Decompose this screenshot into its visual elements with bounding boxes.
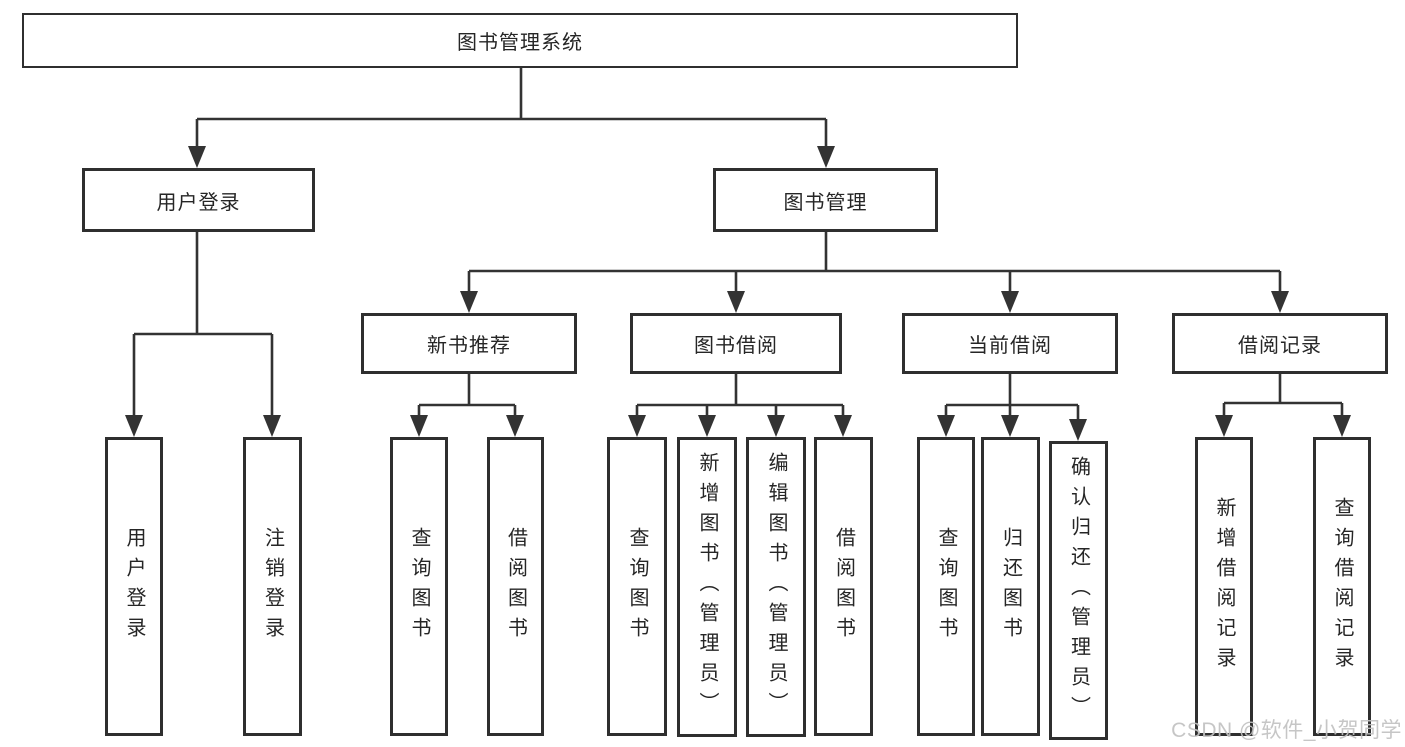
node-label: 图书管理 bbox=[783, 191, 868, 214]
arrowhead bbox=[628, 415, 646, 437]
arrowhead bbox=[1001, 291, 1019, 313]
node-user-login: 用户登录 bbox=[82, 168, 315, 232]
node-label: 查询图书 bbox=[408, 526, 430, 647]
arrowheads bbox=[125, 146, 1351, 441]
connector-records-group bbox=[1222, 374, 1344, 417]
arrowhead bbox=[817, 146, 835, 168]
node-return-books: 归还图书 bbox=[981, 437, 1040, 736]
node-label: 新书推荐 bbox=[427, 335, 511, 357]
arrowhead bbox=[188, 146, 206, 168]
arrowhead bbox=[834, 415, 852, 437]
node-query-books-borrowing: 查询图书 bbox=[607, 437, 667, 736]
node-label: 编辑图书（管理员） bbox=[765, 452, 787, 722]
node-edit-books-admin: 编辑图书（管理员） bbox=[746, 437, 806, 737]
node-label: 查询图书 bbox=[935, 526, 957, 647]
connector-bookmgmt-to-level3 bbox=[467, 232, 1282, 293]
node-label: 新增图书（管理员） bbox=[696, 452, 718, 722]
connector-root-to-level2 bbox=[195, 67, 828, 148]
node-label: 图书管理系统 bbox=[457, 32, 583, 54]
node-add-books-admin: 新增图书（管理员） bbox=[677, 437, 737, 737]
arrowhead bbox=[727, 291, 745, 313]
node-confirm-return-admin: 确认归还（管理员） bbox=[1049, 441, 1108, 740]
arrowhead bbox=[1271, 291, 1289, 313]
node-current-borrowing: 当前借阅 bbox=[902, 313, 1118, 374]
node-borrow-books-borrowing: 借阅图书 bbox=[814, 437, 873, 736]
node-label: 借阅图书 bbox=[832, 526, 855, 647]
node-label: 借阅记录 bbox=[1238, 335, 1322, 357]
node-borrow-books-recommend: 借阅图书 bbox=[487, 437, 544, 736]
node-label: 查询借阅记录 bbox=[1331, 496, 1353, 677]
arrowhead bbox=[1215, 415, 1233, 437]
node-logout-action: 注销登录 bbox=[243, 437, 302, 736]
arrowhead bbox=[1333, 415, 1351, 437]
node-new-book-recommend: 新书推荐 bbox=[361, 313, 577, 374]
arrowhead bbox=[460, 291, 478, 313]
connector-currentborrow-group bbox=[944, 374, 1080, 421]
node-label: 新增借阅记录 bbox=[1213, 496, 1235, 677]
arrowhead bbox=[125, 415, 143, 437]
arrowhead bbox=[1069, 419, 1087, 441]
node-label: 注销登录 bbox=[261, 526, 284, 647]
connector-newbook-group bbox=[417, 374, 517, 417]
arrowhead bbox=[410, 415, 428, 437]
arrowhead bbox=[263, 415, 281, 437]
watermark: CSDN @软件_小贺同学 bbox=[1171, 719, 1402, 742]
node-label: 确认归还（管理员） bbox=[1067, 455, 1090, 726]
node-label: 当前借阅 bbox=[968, 335, 1052, 357]
node-label: 用户登录 bbox=[123, 526, 145, 647]
node-book-management: 图书管理 bbox=[713, 168, 938, 232]
node-borrowing-records: 借阅记录 bbox=[1172, 313, 1388, 374]
node-library-management-system: 图书管理系统 bbox=[22, 13, 1018, 68]
node-label: 用户登录 bbox=[156, 191, 241, 214]
arrowhead bbox=[767, 415, 785, 437]
node-label: 查询图书 bbox=[626, 526, 648, 647]
node-add-borrow-record: 新增借阅记录 bbox=[1195, 437, 1253, 736]
connector-bookborrow-group bbox=[635, 374, 845, 417]
arrowhead bbox=[937, 415, 955, 437]
node-label: 归还图书 bbox=[999, 526, 1022, 647]
node-query-books-recommend: 查询图书 bbox=[390, 437, 448, 736]
node-book-borrowing: 图书借阅 bbox=[630, 313, 842, 374]
arrowhead bbox=[506, 415, 524, 437]
arrowhead bbox=[698, 415, 716, 437]
node-query-borrow-record: 查询借阅记录 bbox=[1313, 437, 1371, 736]
node-query-books-current: 查询图书 bbox=[917, 437, 975, 736]
node-label: 借阅图书 bbox=[504, 526, 527, 647]
arrowhead bbox=[1001, 415, 1019, 437]
node-label: 图书借阅 bbox=[694, 335, 778, 357]
connector-userlogin-group bbox=[132, 232, 274, 417]
node-user-login-action: 用户登录 bbox=[105, 437, 163, 736]
